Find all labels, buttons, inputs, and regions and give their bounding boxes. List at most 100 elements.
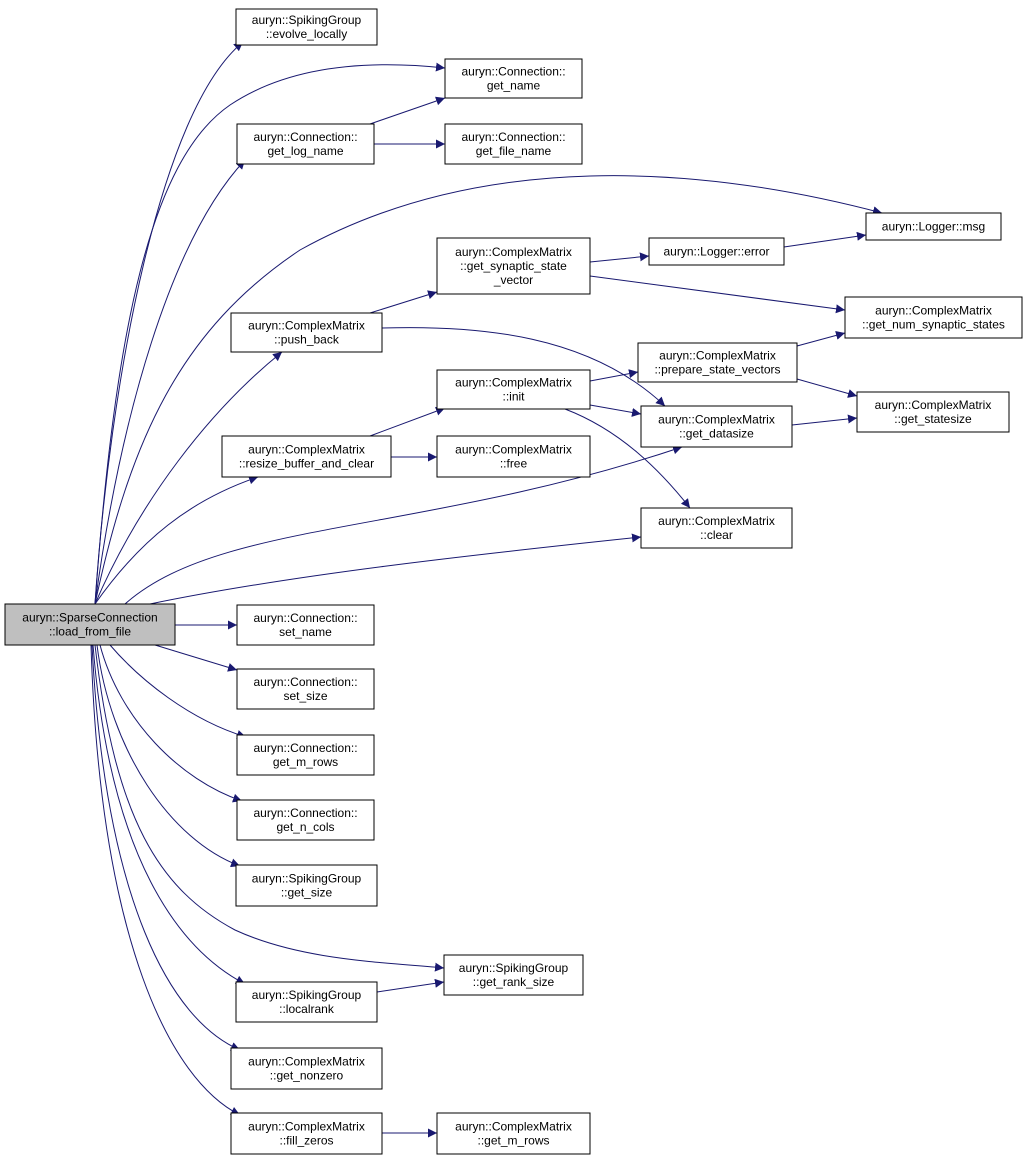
node-cm_resize_buffer_and_clear[interactable]: auryn::ComplexMatrix::resize_buffer_and_…: [221, 435, 392, 478]
node-label-cm_get_nonzero-line-1: ::get_nonzero: [270, 1069, 344, 1083]
node-cm_get_nonzero[interactable]: auryn::ComplexMatrix::get_nonzero: [230, 1047, 383, 1090]
node-label-conn_get_file_name-line-1: get_file_name: [476, 144, 552, 158]
call-edge-sg_localrank-to-sg_get_rank_size: [376, 978, 445, 993]
node-box-sg_get_size: [235, 864, 378, 907]
call-edge-cm_init-to-cm_get_datasize: [589, 404, 642, 417]
node-box-cm_prepare_state_vectors: [637, 342, 798, 383]
node-label-logger_msg-line-0: auryn::Logger::msg: [882, 220, 985, 234]
node-box-conn_get_n_cols: [236, 799, 375, 841]
node-label-sg_get_size-line-1: ::get_size: [281, 886, 333, 900]
node-box-cm_fill_zeros: [230, 1112, 383, 1155]
node-conn_get_m_rows[interactable]: auryn::Connection::get_m_rows: [236, 734, 375, 776]
node-logger_msg[interactable]: auryn::Logger::msg: [865, 212, 1002, 241]
node-cm_push_back[interactable]: auryn::ComplexMatrix::push_back: [230, 312, 383, 353]
node-cm_get_statesize[interactable]: auryn::ComplexMatrix::get_statesize: [856, 391, 1010, 433]
node-box-cm_push_back: [230, 312, 383, 353]
node-box-sg_get_rank_size: [443, 954, 584, 996]
node-label-sg_get_rank_size-line-0: auryn::SpikingGroup: [459, 961, 569, 975]
call-edge-load_from_file-to-cm_fill_zeros: [90, 644, 241, 1116]
node-box-conn_get_name: [444, 58, 583, 99]
node-label-conn_get_m_rows-line-0: auryn::Connection::: [253, 741, 357, 755]
node-label-logger_error-line-0: auryn::Logger::error: [663, 245, 769, 259]
call-edge-load_from_file-to-cm_push_back: [94, 351, 283, 605]
call-edge-load_from_file-to-sg_get_rank_size: [94, 644, 445, 972]
call-edge-load_from_file-to-conn_get_m_rows: [109, 644, 247, 739]
node-label-cm_prepare_state_vectors-line-0: auryn::ComplexMatrix: [659, 349, 776, 363]
node-cm_get_synaptic_state_vector[interactable]: auryn::ComplexMatrix::get_synaptic_state…: [436, 237, 591, 295]
edge-layer: [90, 41, 883, 1138]
call-edge-load_from_file-to-cm_get_datasize: [124, 445, 683, 605]
node-label-conn_get_log_name-line-0: auryn::Connection::: [253, 130, 357, 144]
node-label-cm_get_synaptic_state_vector-line-0: auryn::ComplexMatrix: [455, 245, 572, 259]
node-cm_clear[interactable]: auryn::ComplexMatrix::clear: [640, 507, 793, 549]
node-label-cm_free-line-0: auryn::ComplexMatrix: [455, 443, 572, 457]
node-sg_get_rank_size[interactable]: auryn::SpikingGroup::get_rank_size: [443, 954, 584, 996]
call-edge-cm_get_synaptic_state_vector-to-logger_error: [589, 252, 650, 263]
call-edge-load_from_file-to-sg_evolve_locally: [94, 41, 244, 605]
node-label-sg_evolve_locally-line-0: auryn::SpikingGroup: [252, 13, 362, 27]
node-label-sg_get_rank_size-line-1: ::get_rank_size: [473, 975, 555, 989]
call-edge-cm_get_synaptic_state_vector-to-cm_get_num_synaptic_states: [589, 275, 846, 314]
node-cm_get_m_rows[interactable]: auryn::ComplexMatrix::get_m_rows: [436, 1112, 591, 1155]
node-sg_get_size[interactable]: auryn::SpikingGroup::get_size: [235, 864, 378, 907]
node-cm_free[interactable]: auryn::ComplexMatrix::free: [436, 435, 591, 478]
node-conn_get_name[interactable]: auryn::Connection::get_name: [444, 58, 583, 99]
node-label-conn_set_name-line-1: set_name: [279, 625, 332, 639]
node-box-cm_get_datasize: [640, 405, 793, 448]
node-label-cm_resize_buffer_and_clear-line-0: auryn::ComplexMatrix: [248, 443, 365, 457]
node-label-cm_get_datasize-line-1: ::get_datasize: [679, 427, 754, 441]
node-box-cm_get_statesize: [856, 391, 1010, 433]
call-edge-load_from_file-to-conn_set_size: [154, 644, 238, 672]
node-sg_localrank[interactable]: auryn::SpikingGroup::localrank: [235, 981, 378, 1023]
call-edge-load_from_file-to-sg_get_size: [96, 644, 241, 868]
node-cm_get_num_synaptic_states[interactable]: auryn::ComplexMatrix::get_num_synaptic_s…: [844, 296, 1023, 339]
node-label-cm_get_statesize-line-0: auryn::ComplexMatrix: [875, 398, 992, 412]
node-sg_evolve_locally[interactable]: auryn::SpikingGroup::evolve_locally: [235, 8, 378, 46]
call-edge-cm_get_datasize-to-cm_get_statesize: [791, 414, 858, 426]
node-label-cm_get_synaptic_state_vector-line-2: _vector: [493, 273, 533, 287]
node-cm_init[interactable]: auryn::ComplexMatrix::init: [436, 369, 591, 410]
node-cm_fill_zeros[interactable]: auryn::ComplexMatrix::fill_zeros: [230, 1112, 383, 1155]
node-conn_get_file_name[interactable]: auryn::Connection::get_file_name: [444, 123, 583, 165]
node-cm_prepare_state_vectors[interactable]: auryn::ComplexMatrix::prepare_state_vect…: [637, 342, 798, 383]
call-edge-cm_init-to-cm_prepare_state_vectors: [589, 369, 639, 382]
node-label-cm_get_num_synaptic_states-line-0: auryn::ComplexMatrix: [875, 304, 992, 318]
call-edge-load_from_file-to-cm_get_nonzero: [91, 644, 241, 1051]
node-conn_set_name[interactable]: auryn::Connection::set_name: [236, 604, 375, 646]
call-edge-load_from_file-to-logger_msg: [94, 175, 883, 605]
node-conn_get_n_cols[interactable]: auryn::Connection::get_n_cols: [236, 799, 375, 841]
call-edge-load_from_file-to-conn_get_log_name: [94, 159, 246, 605]
node-box-cm_get_synaptic_state_vector: [436, 237, 591, 295]
node-label-cm_push_back-line-1: ::push_back: [274, 333, 340, 347]
node-label-cm_get_synaptic_state_vector-line-1: ::get_synaptic_state: [460, 259, 567, 273]
node-box-cm_init: [436, 369, 591, 410]
node-label-cm_push_back-line-0: auryn::ComplexMatrix: [248, 319, 365, 333]
node-label-conn_get_n_cols-line-0: auryn::Connection::: [253, 806, 357, 820]
call-edge-cm_init-to-cm_clear: [564, 408, 691, 509]
node-label-sg_evolve_locally-line-1: ::evolve_locally: [266, 27, 347, 41]
call-edge-cm_prepare_state_vectors-to-cm_get_num_synaptic_states: [796, 331, 846, 347]
node-label-cm_get_m_rows-line-1: ::get_m_rows: [477, 1134, 549, 1148]
node-cm_get_datasize[interactable]: auryn::ComplexMatrix::get_datasize: [640, 405, 793, 448]
node-conn_set_size[interactable]: auryn::Connection::set_size: [236, 668, 375, 710]
node-label-cm_fill_zeros-line-0: auryn::ComplexMatrix: [248, 1120, 365, 1134]
node-label-load_from_file-line-0: auryn::SparseConnection: [22, 611, 157, 625]
node-label-conn_get_name-line-1: get_name: [487, 79, 541, 93]
node-box-conn_get_file_name: [444, 123, 583, 165]
node-box-cm_resize_buffer_and_clear: [221, 435, 392, 478]
call-edge-load_from_file-to-cm_resize_buffer_and_clear: [94, 475, 259, 605]
node-label-cm_free-line-1: ::free: [500, 457, 528, 471]
node-logger_error[interactable]: auryn::Logger::error: [648, 237, 785, 266]
node-label-cm_prepare_state_vectors-line-1: ::prepare_state_vectors: [654, 363, 780, 377]
node-label-cm_get_datasize-line-0: auryn::ComplexMatrix: [658, 413, 775, 427]
node-label-cm_fill_zeros-line-1: ::fill_zeros: [279, 1134, 333, 1148]
node-label-cm_get_num_synaptic_states-line-1: ::get_num_synaptic_states: [862, 318, 1005, 332]
node-label-conn_get_name-line-0: auryn::Connection::: [461, 65, 565, 79]
node-conn_get_log_name[interactable]: auryn::Connection::get_log_name: [236, 123, 375, 165]
node-box-cm_free: [436, 435, 591, 478]
node-label-cm_clear-line-0: auryn::ComplexMatrix: [658, 514, 775, 528]
call-edge-logger_error-to-logger_msg: [783, 231, 867, 248]
node-box-cm_clear: [640, 507, 793, 549]
node-box-sg_evolve_locally: [235, 8, 378, 46]
